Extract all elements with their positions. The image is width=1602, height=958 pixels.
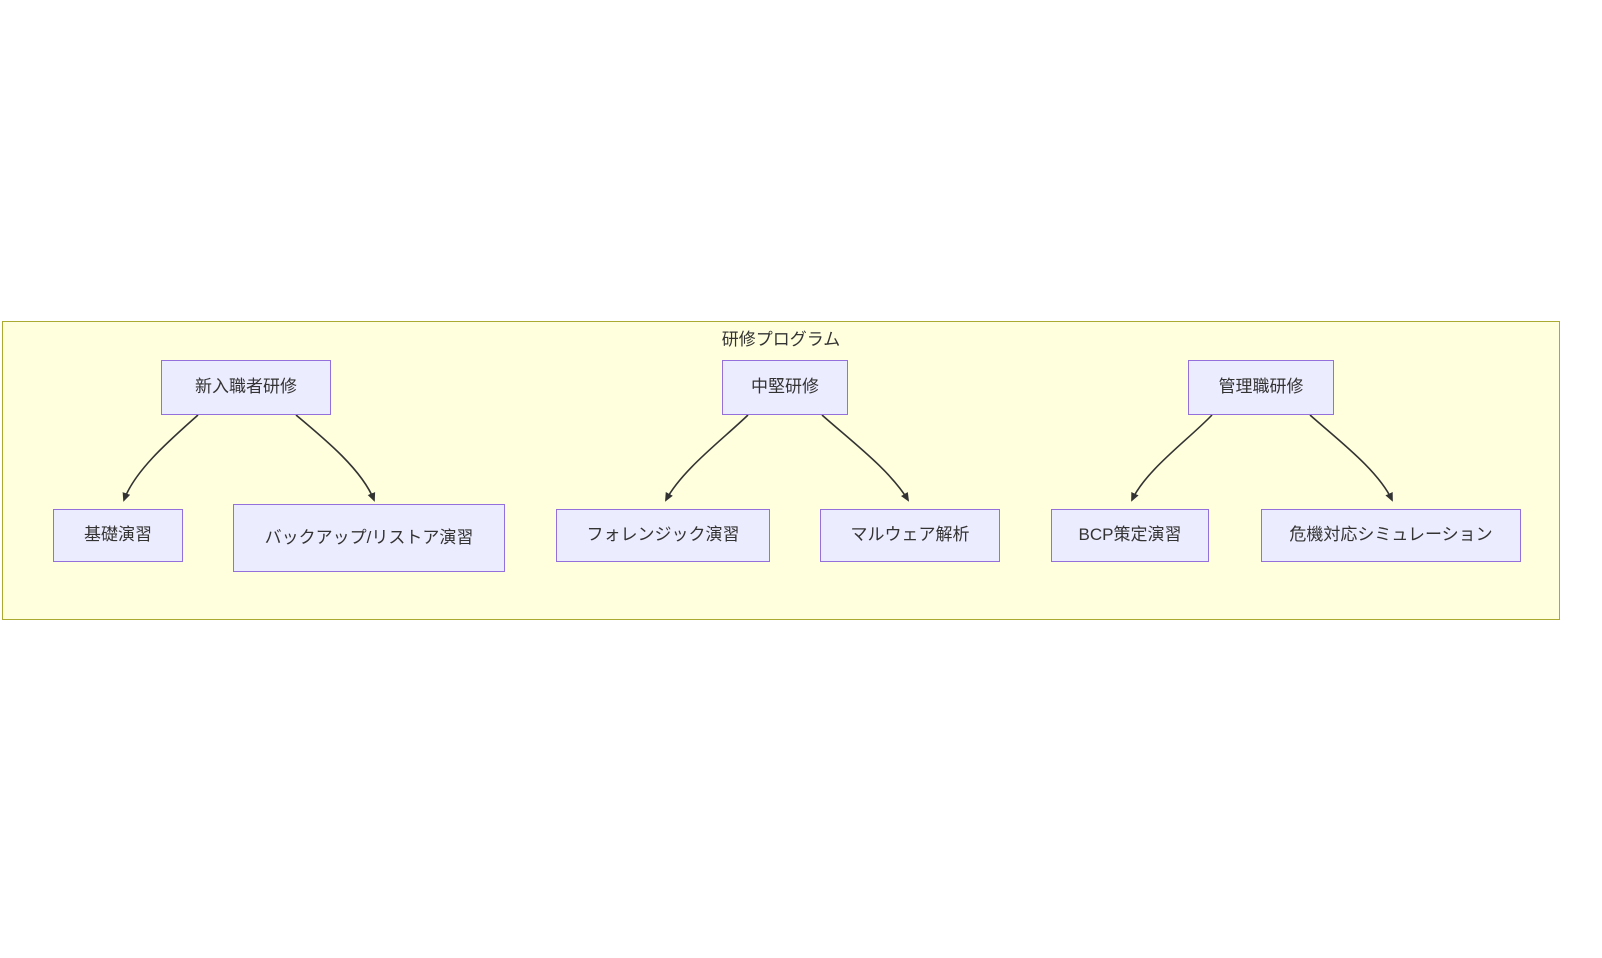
node-label: 危機対応シミュレーション [1289,525,1493,545]
node-label: 管理職研修 [1218,377,1304,397]
node-label: フォレンジック演習 [586,525,740,545]
node-n6[interactable]: マルウェア解析 [820,509,1000,562]
node-n1[interactable]: 新入職者研修 [161,360,331,415]
node-n4[interactable]: 中堅研修 [722,360,848,415]
node-label: バックアップ/リストア演習 [264,527,474,547]
node-n8[interactable]: BCP策定演習 [1051,509,1209,562]
node-n2[interactable]: 基礎演習 [53,509,183,562]
node-label: 中堅研修 [751,377,819,397]
node-label: BCP策定演習 [1078,525,1182,545]
node-label: 新入職者研修 [195,377,297,397]
node-n7[interactable]: 管理職研修 [1188,360,1334,415]
node-n3[interactable]: バックアップ/リストア演習 [233,504,505,572]
node-label: マルウェア解析 [850,525,970,545]
node-n9[interactable]: 危機対応シミュレーション [1261,509,1521,562]
node-n5[interactable]: フォレンジック演習 [556,509,770,562]
subgraph-label: 研修プログラム [721,330,841,349]
node-label: 基礎演習 [84,525,152,545]
